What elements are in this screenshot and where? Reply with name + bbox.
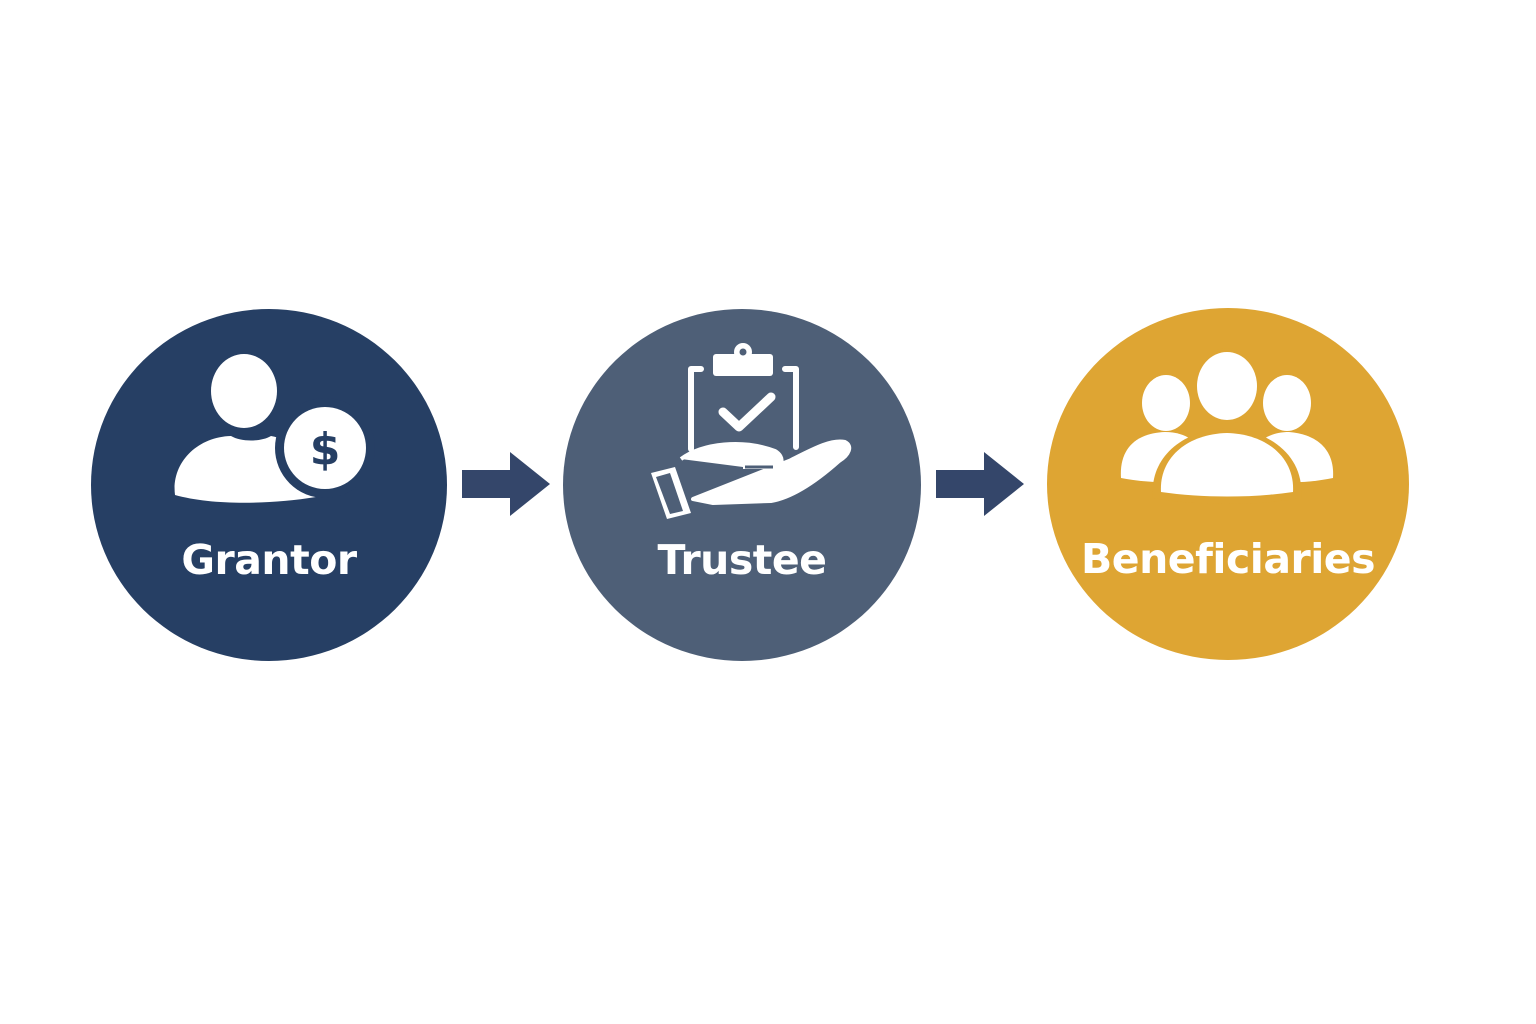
grantor-node: $ Grantor	[91, 309, 447, 661]
beneficiaries-label: Beneficiaries	[1081, 535, 1375, 583]
grantor-label: Grantor	[181, 536, 357, 584]
trustee-label: Trustee	[657, 536, 828, 584]
group-people-icon	[1120, 348, 1334, 504]
beneficiaries-node: Beneficiaries	[1047, 308, 1409, 660]
svg-text:$: $	[310, 424, 341, 475]
person-dollar-icon: $	[174, 354, 375, 503]
arrow-right-icon	[936, 452, 1024, 516]
trustee-node: Trustee	[563, 309, 921, 661]
arrow-right-icon	[462, 452, 550, 516]
hand-clipboard-check-icon	[651, 343, 852, 519]
